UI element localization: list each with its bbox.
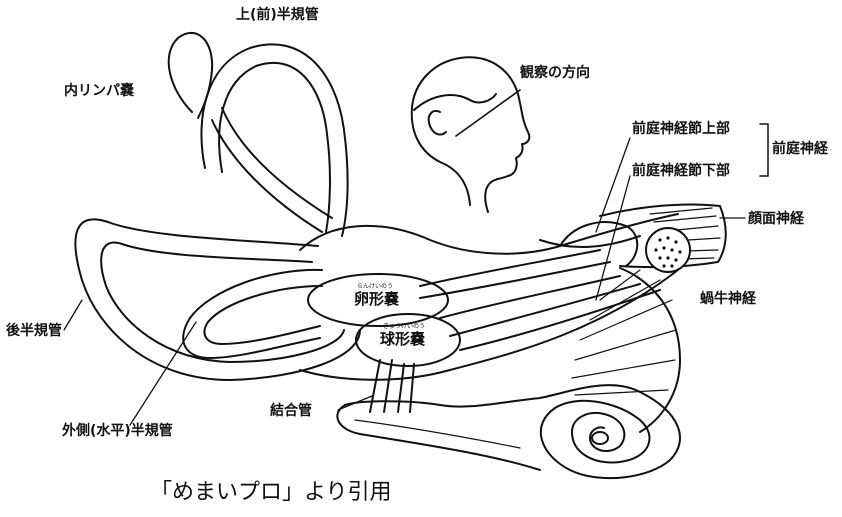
ductus-reuniens-shape (370, 360, 414, 412)
label-vestibular-nerve: 前庭神経 (772, 142, 828, 156)
label-posterior-canal: 後半規管 (6, 324, 62, 338)
leader-line-posterior-canal (64, 300, 82, 330)
cochlea-shape (345, 385, 680, 478)
source-credit: 「めまいプロ」より引用 (150, 482, 392, 504)
vestibule-shape (300, 214, 678, 254)
label-saccule: 球形嚢 (380, 332, 425, 347)
label-cochlear-nerve: 蝸牛神経 (700, 292, 756, 306)
label-view-direction: 観察の方向 (520, 66, 590, 80)
label-lateral-canal: 外側(水平)半規管 (62, 424, 173, 438)
leader-line-ganglion-upper (596, 138, 630, 232)
facial-nerve-cut-end (646, 228, 690, 272)
lateral-canal-shape (183, 270, 322, 358)
vestibular-ganglion-shape (560, 222, 637, 266)
label-inferior-vestibular-ganglion: 前庭神経節下部 (632, 164, 730, 178)
head-silhouette (412, 57, 530, 212)
label-utricle: 卵形嚢 (354, 292, 399, 307)
label-facial-nerve: 顔面神経 (748, 212, 804, 226)
common-crus-shape (212, 120, 322, 232)
leader-line-lateral-canal (130, 322, 196, 425)
label-superior-vestibular-ganglion: 前庭神経節上部 (632, 122, 730, 136)
bracket-vestibular-nerve (760, 124, 768, 176)
leader-line-ductus (338, 396, 372, 410)
endolymphatic-sac-shape (169, 33, 212, 118)
label-anterior-canal: 上(前)半規管 (236, 8, 319, 22)
label-ductus-reuniens: 結合管 (270, 404, 312, 418)
label-endolymphatic-sac: 内リンパ嚢 (64, 84, 134, 98)
